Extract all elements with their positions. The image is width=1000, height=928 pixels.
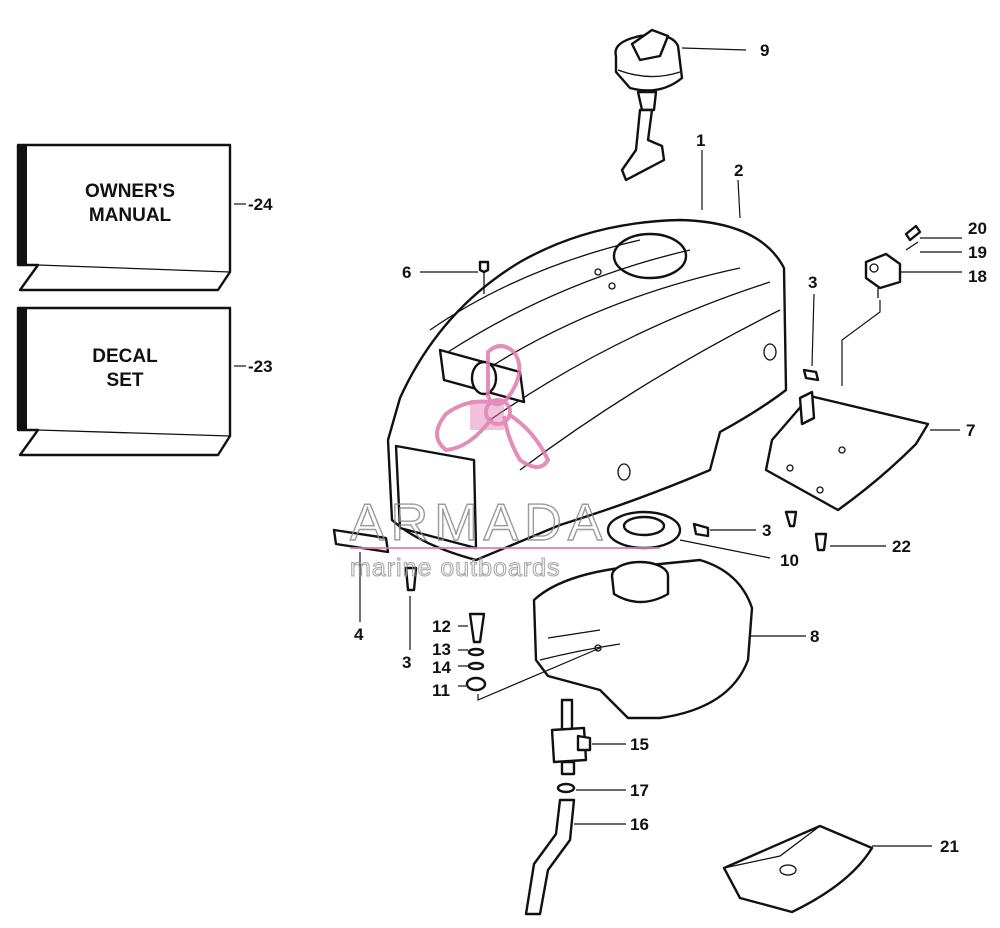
callout-4: 4: [354, 625, 364, 644]
armada-watermark: ARMADA marine outboards: [349, 344, 660, 583]
callout-23: -23: [248, 357, 273, 376]
callout-labels: 9 1 2 6 3 -24 -23 7 20 19 18 3 10 22 4 3…: [248, 41, 987, 856]
callout-9: 9: [760, 41, 769, 60]
callout-13: 13: [432, 640, 451, 659]
callout-7: 7: [966, 421, 975, 440]
callout-12: 12: [432, 617, 451, 636]
callout-10: 10: [780, 551, 799, 570]
owners-manual-box: OWNER'S MANUAL: [16, 143, 232, 292]
fasteners: [404, 224, 922, 692]
callout-22: 22: [892, 537, 911, 556]
callout-3-bottom: 3: [402, 653, 411, 672]
leader-lines: [234, 47, 962, 847]
callout-24: -24: [248, 195, 273, 214]
callout-3-top: 3: [808, 273, 817, 292]
clip-block: [864, 252, 902, 298]
bracket: [332, 528, 390, 554]
decal-set-box: DECAL SET: [16, 306, 232, 457]
callout-20: 20: [968, 219, 987, 238]
callout-6: 6: [402, 263, 411, 282]
callout-3-right: 3: [762, 521, 771, 540]
callout-1: 1: [696, 131, 705, 150]
watermark-brand: ARMADA: [350, 494, 608, 552]
callout-16: 16: [630, 815, 649, 834]
callout-21: 21: [940, 837, 959, 856]
callout-11: 11: [432, 681, 450, 700]
owners-manual-line2: MANUAL: [89, 205, 172, 226]
decal-set-line2: SET: [107, 370, 144, 391]
callout-17: 17: [630, 781, 649, 800]
engine-cowling: [386, 218, 788, 562]
fuel-cap: [614, 28, 684, 182]
propeller-logo-icon: [435, 344, 551, 469]
callout-15: 15: [630, 735, 649, 754]
callout-14: 14: [432, 658, 451, 677]
decal-set-line1: DECAL: [92, 346, 158, 367]
owners-manual-line1: OWNER'S: [85, 181, 175, 202]
watermark-tagline: marine outboards: [350, 554, 561, 582]
callout-8: 8: [810, 627, 819, 646]
grommet: [606, 510, 682, 550]
cushion-pad: [722, 824, 874, 914]
tank-bracket: [764, 390, 930, 512]
callout-19: 19: [968, 243, 987, 262]
fuel-valve: [524, 698, 592, 916]
callout-18: 18: [968, 267, 987, 286]
fuel-tank: [532, 558, 754, 720]
callout-2: 2: [734, 161, 743, 180]
